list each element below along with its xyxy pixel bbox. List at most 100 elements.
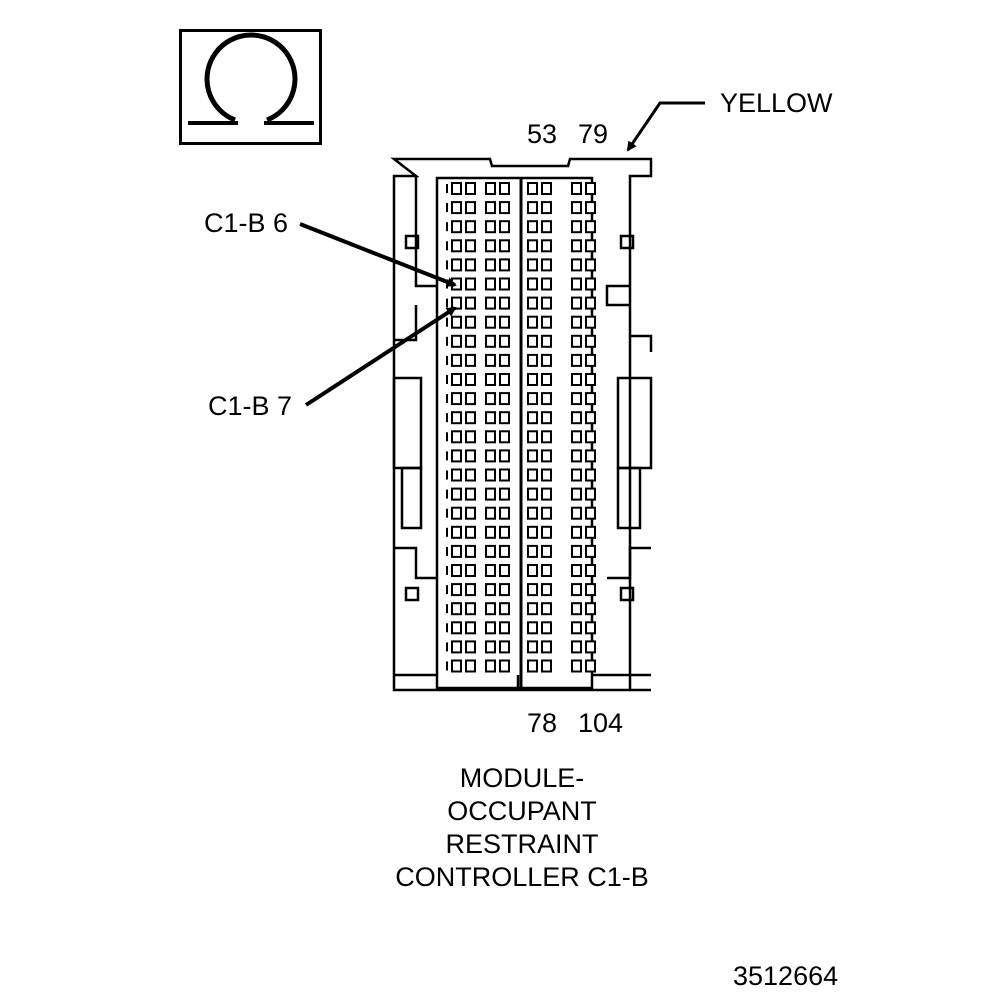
pin-cavity bbox=[571, 621, 582, 635]
pin-cavity bbox=[585, 564, 596, 577]
pin-cavity bbox=[571, 353, 582, 367]
pin-cavity bbox=[465, 449, 476, 463]
pin-cavity bbox=[465, 430, 476, 444]
pin-cavity bbox=[527, 583, 538, 597]
pin-cavity bbox=[485, 659, 496, 673]
title-line-3: RESTRAINT bbox=[445, 829, 599, 859]
pin-cavity bbox=[499, 315, 510, 329]
pin-cavity bbox=[485, 430, 496, 444]
pin-cavity bbox=[527, 506, 538, 520]
pin-cavity bbox=[571, 392, 582, 406]
pin-cavity bbox=[465, 621, 476, 635]
pin-cavity bbox=[465, 315, 476, 329]
pin-cavity bbox=[451, 201, 462, 215]
pin-cavity bbox=[571, 544, 582, 558]
pin-cavity bbox=[485, 525, 496, 539]
pin-cavity bbox=[541, 640, 552, 654]
pin-cavity bbox=[571, 583, 582, 597]
pin-cavity bbox=[451, 258, 462, 272]
pin-cavity bbox=[485, 602, 496, 616]
pin-cavity bbox=[499, 334, 510, 348]
pin-cavity bbox=[499, 258, 510, 272]
pin-cavity bbox=[571, 373, 582, 386]
pin-cavity bbox=[451, 468, 462, 482]
pin-cavity bbox=[485, 315, 496, 329]
pin-cavity bbox=[451, 373, 462, 386]
pin-cavity bbox=[465, 506, 476, 520]
pin-cavity bbox=[527, 602, 538, 616]
pin-cavity bbox=[571, 411, 582, 425]
pin-cavity bbox=[465, 239, 476, 253]
pin-cavity bbox=[465, 525, 476, 539]
ohm-icon bbox=[188, 32, 314, 125]
pin-cavity bbox=[451, 583, 462, 597]
pin-cavity bbox=[465, 182, 476, 195]
pin-cavity bbox=[499, 411, 510, 425]
pin-cavity bbox=[485, 449, 496, 463]
pin-cavity bbox=[451, 239, 462, 253]
pin-cavity bbox=[465, 392, 476, 406]
pin-cavity bbox=[499, 583, 510, 597]
pin-cavity bbox=[585, 315, 596, 329]
pin-cavity bbox=[465, 258, 476, 272]
pin-cavity bbox=[541, 277, 552, 291]
pin-cavity bbox=[585, 583, 596, 597]
pin-cavity bbox=[451, 506, 462, 520]
pin-cavity bbox=[465, 602, 476, 616]
pin-cavity bbox=[499, 621, 510, 635]
pin-cavity bbox=[571, 640, 582, 654]
pin-cavity bbox=[485, 640, 496, 654]
pin-cavity bbox=[451, 220, 462, 234]
pin-cavities bbox=[446, 182, 596, 673]
pin-cavity bbox=[527, 411, 538, 425]
pin-cavity bbox=[585, 182, 596, 195]
pin-cavity bbox=[451, 353, 462, 367]
pin-cavity bbox=[527, 640, 538, 654]
pin-cavity bbox=[571, 334, 582, 348]
pin-cavity bbox=[585, 602, 596, 616]
ohm-symbol-box bbox=[179, 29, 322, 145]
pin-cavity bbox=[499, 506, 510, 520]
pin-cavity bbox=[451, 640, 462, 654]
pin-cavity bbox=[527, 239, 538, 253]
leader-c1b6 bbox=[299, 222, 457, 287]
pin-cavity bbox=[465, 201, 476, 215]
pin-cavity bbox=[527, 296, 538, 310]
pin-cavity bbox=[465, 640, 476, 654]
pin-cavity bbox=[585, 334, 596, 348]
pin-cavity bbox=[541, 334, 552, 348]
callout-c1b7: C1-B 7 bbox=[208, 391, 293, 421]
pin-cavity bbox=[585, 430, 596, 444]
pin-cavity bbox=[585, 277, 596, 291]
pin-cavity bbox=[485, 564, 496, 577]
pin-cavity bbox=[499, 430, 510, 444]
pin-cavity bbox=[571, 239, 582, 253]
pin-cavity bbox=[527, 392, 538, 406]
pin-cavity bbox=[485, 583, 496, 597]
pin-cavity bbox=[465, 334, 476, 348]
pin-cavity bbox=[585, 201, 596, 215]
pin-cavity bbox=[451, 659, 462, 673]
pin-cavity bbox=[485, 544, 496, 558]
pin-cavity bbox=[527, 334, 538, 348]
pin-cavity bbox=[465, 296, 476, 310]
pin-cavity bbox=[465, 353, 476, 367]
pin-cavity bbox=[485, 411, 496, 425]
pin-cavity bbox=[527, 449, 538, 463]
pin-cavity bbox=[541, 201, 552, 215]
pin-cavity bbox=[541, 602, 552, 616]
pin-cavity bbox=[585, 239, 596, 253]
pin-cavity bbox=[527, 315, 538, 329]
pin-cavity bbox=[499, 201, 510, 215]
pin-cavity bbox=[527, 621, 538, 635]
pin-cavity bbox=[585, 220, 596, 234]
pin-cavity bbox=[541, 564, 552, 577]
pin-cavity bbox=[451, 182, 462, 195]
pin-cavity bbox=[499, 296, 510, 310]
pin-label-104: 104 bbox=[578, 708, 624, 738]
pin-cavity bbox=[571, 277, 582, 291]
pin-cavity bbox=[571, 296, 582, 310]
pin-cavity bbox=[499, 468, 510, 482]
pin-cavity bbox=[541, 182, 552, 195]
pin-cavity bbox=[585, 487, 596, 501]
